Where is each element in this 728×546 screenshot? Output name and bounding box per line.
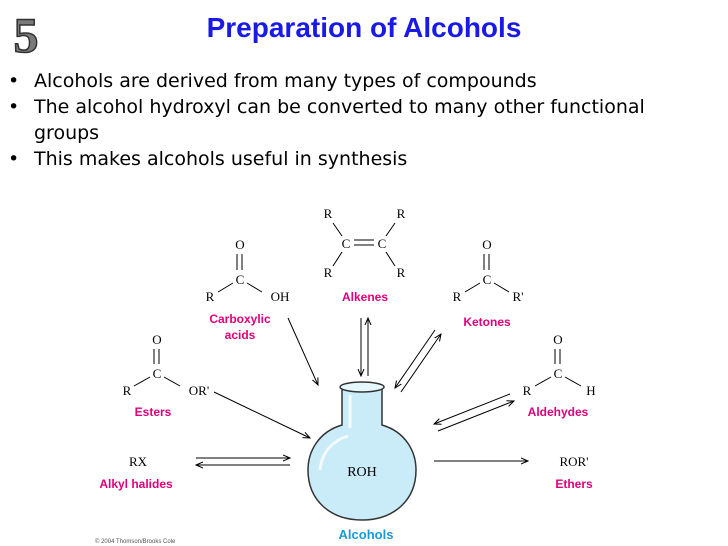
esters-label: Esters — [135, 405, 172, 419]
svg-text:OR': OR' — [189, 383, 209, 398]
bullet-text: Alcohols are derived from many types of … — [34, 70, 537, 92]
svg-text:C: C — [554, 366, 563, 381]
svg-text:O: O — [482, 237, 491, 252]
alkenes-structure: R R C C R R — [324, 206, 406, 280]
alkyl-halide-formula: RX — [129, 454, 148, 469]
bullet-item: •This makes alcohols useful in synthesis — [8, 148, 408, 170]
arrow-aldehydes-reverse — [437, 401, 514, 432]
arrow-carboxylic — [287, 317, 318, 385]
svg-text:C: C — [236, 272, 245, 287]
svg-text:R: R — [397, 206, 406, 221]
slide-number-text: 5 — [14, 8, 39, 60]
ethers-label: Ethers — [555, 477, 593, 491]
svg-text:O: O — [152, 332, 161, 347]
svg-text:R: R — [324, 206, 333, 221]
svg-text:C: C — [483, 272, 492, 287]
svg-text:C: C — [153, 366, 162, 381]
svg-text:R: R — [123, 383, 132, 398]
svg-text:OH: OH — [271, 289, 290, 304]
svg-text:R: R — [324, 265, 333, 280]
svg-text:R': R' — [512, 289, 523, 304]
carboxylic-acid-structure: O C R OH — [206, 237, 290, 304]
svg-text:O: O — [235, 237, 244, 252]
bullet-text: The alcohol hydroxyl can be converted to… — [34, 96, 645, 144]
bullet-text: This makes alcohols useful in synthesis — [34, 148, 408, 170]
alkenes-label: Alkenes — [342, 290, 388, 304]
slide-number: 5 — [10, 6, 42, 64]
center-formula: ROH — [347, 465, 377, 480]
center-label: Alcohols — [339, 527, 394, 542]
ketone-structure: O C R R' — [453, 237, 524, 304]
copyright-text: © 2004 Thomson/Brooks Cole — [95, 538, 176, 545]
svg-text:O: O — [553, 332, 562, 347]
svg-text:R: R — [206, 289, 215, 304]
arrow-ketones-forward — [395, 329, 436, 388]
svg-text:C: C — [342, 236, 351, 251]
carboxylic-label-line1: Carboxylic — [209, 312, 271, 326]
svg-text:R: R — [397, 265, 406, 280]
bullet-item: •The alcohol hydroxyl can be converted t… — [8, 96, 645, 144]
flask-icon — [307, 381, 417, 521]
svg-text:C: C — [378, 236, 387, 251]
bullet-item: •Alcohols are derived from many types of… — [8, 70, 537, 92]
arrow-esters — [213, 391, 310, 438]
arrow-ketones-reverse — [400, 334, 441, 393]
alkyl-halides-label: Alkyl halides — [99, 477, 173, 491]
svg-text:R: R — [523, 383, 532, 398]
ether-formula: ROR' — [559, 454, 588, 469]
svg-text:H: H — [586, 383, 595, 398]
arrow-aldehydes-forward — [434, 393, 511, 424]
ester-structure: O C R OR' — [123, 332, 210, 398]
page-title: Preparation of Alcohols — [206, 12, 522, 43]
equilibrium-arrows — [196, 318, 528, 465]
carboxylic-label-line2: acids — [225, 328, 256, 342]
aldehyde-structure: O C R H — [523, 332, 596, 398]
ketones-label: Ketones — [463, 315, 511, 329]
bullet-list: •Alcohols are derived from many types of… — [8, 68, 708, 172]
svg-text:R: R — [453, 289, 462, 304]
aldehydes-label: Aldehydes — [528, 405, 589, 419]
